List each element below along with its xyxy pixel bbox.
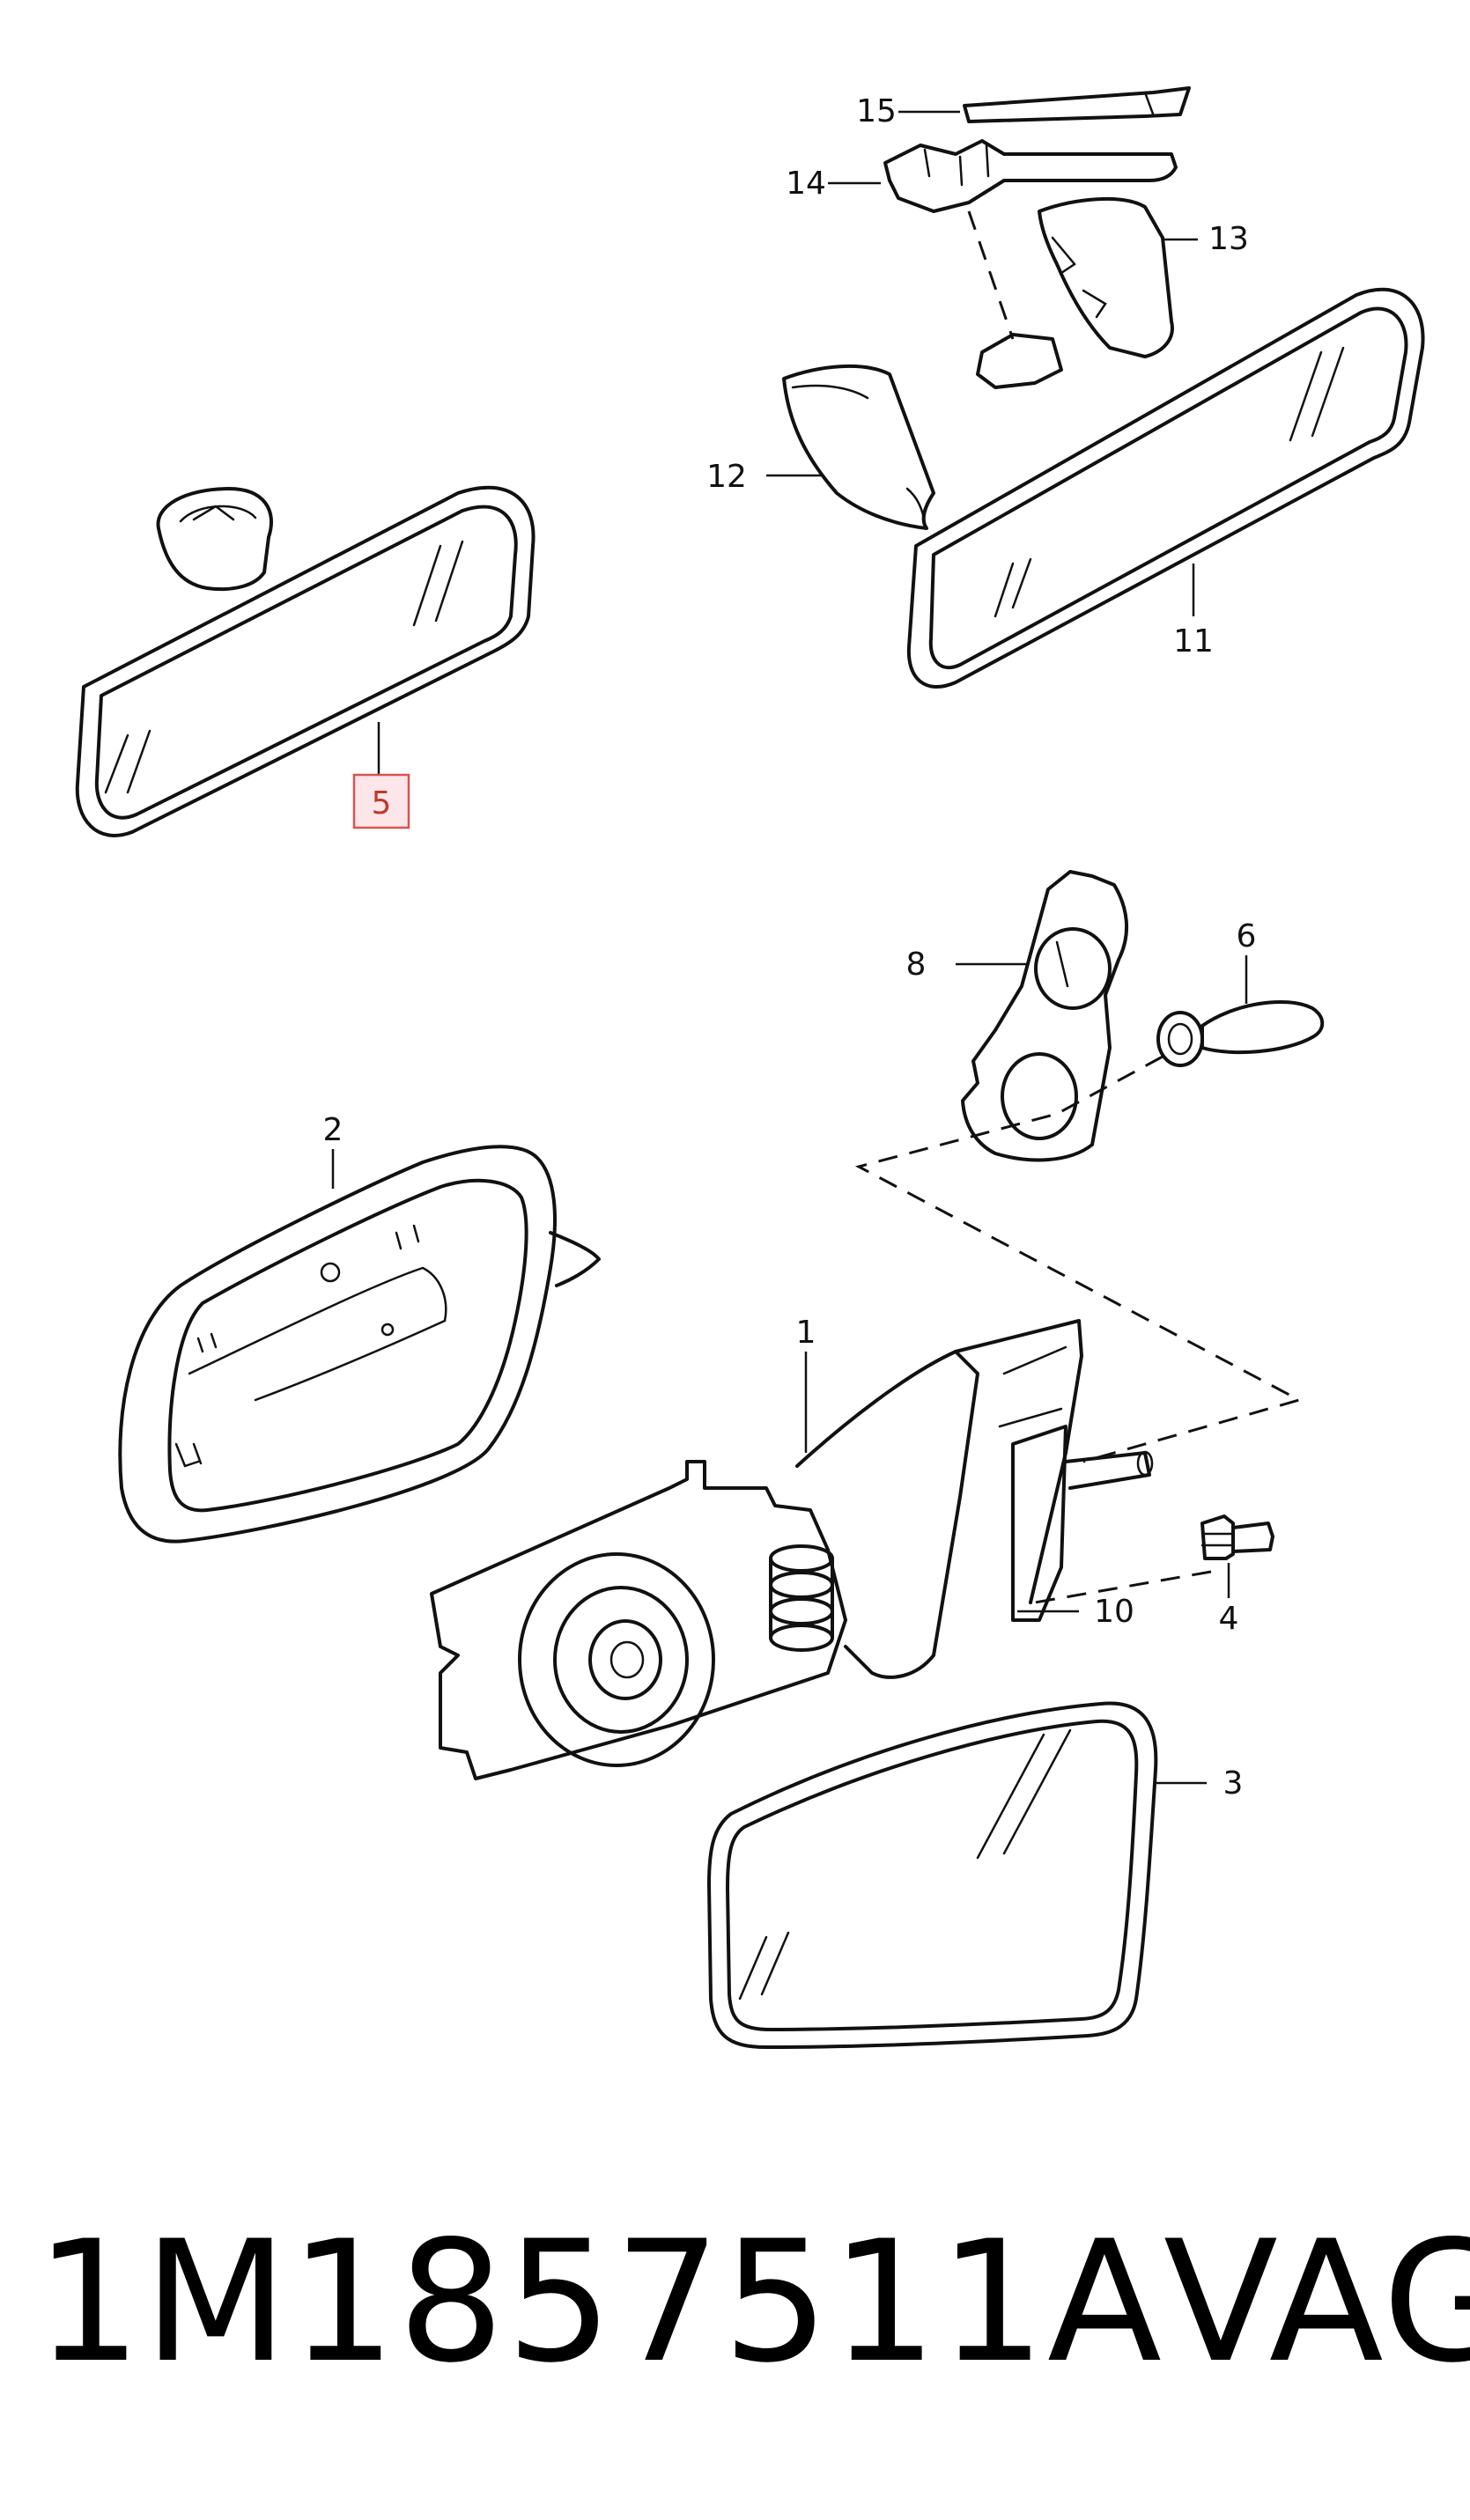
mount-cover-12: 12 — [706, 364, 935, 530]
callout-1: 1 — [796, 1315, 816, 1351]
lamp-holder-8: 8 — [906, 870, 1129, 1162]
callout-14: 14 — [786, 166, 826, 202]
brand-label: VAG — [1163, 2205, 1470, 2399]
callout-10: 10 — [1094, 1594, 1134, 1630]
callout-15: 15 — [856, 93, 897, 129]
callout-12: 12 — [706, 459, 747, 495]
callout-2: 2 — [323, 1112, 343, 1148]
mirror-glass-3: 3 — [707, 1701, 1244, 2049]
part-number-footer: 1M1857511A VAG — [35, 2205, 1470, 2399]
interior-mirror-11: 11 — [906, 287, 1425, 689]
parts-diagram: 5 11 12 13 14 15 — [75, 86, 1425, 2049]
callout-4: 4 — [1219, 1601, 1239, 1637]
callout-6: 6 — [1237, 918, 1257, 954]
callout-8: 8 — [906, 947, 927, 983]
screw-4: 4 — [1200, 1514, 1274, 1637]
interior-mirror-5: 5 — [75, 485, 536, 837]
mirror-assembly-1: 1 10 — [430, 1315, 1154, 1780]
bulb-6: 6 — [1156, 918, 1325, 1067]
cover-strip-15: 15 — [856, 86, 1191, 129]
callout-11: 11 — [1173, 623, 1214, 659]
callout-box-5 — [352, 773, 410, 829]
callout-3: 3 — [1223, 1765, 1244, 1802]
mount-base-14: 14 — [786, 139, 1178, 389]
callout-13: 13 — [1208, 221, 1249, 257]
spring — [769, 1544, 834, 1652]
mirror-housing-2: 2 — [118, 1112, 601, 1544]
mount-cover-13: 13 — [1038, 196, 1249, 358]
callout-5: 5 — [372, 785, 392, 822]
part-number: 1M1857511A — [35, 2205, 1163, 2399]
